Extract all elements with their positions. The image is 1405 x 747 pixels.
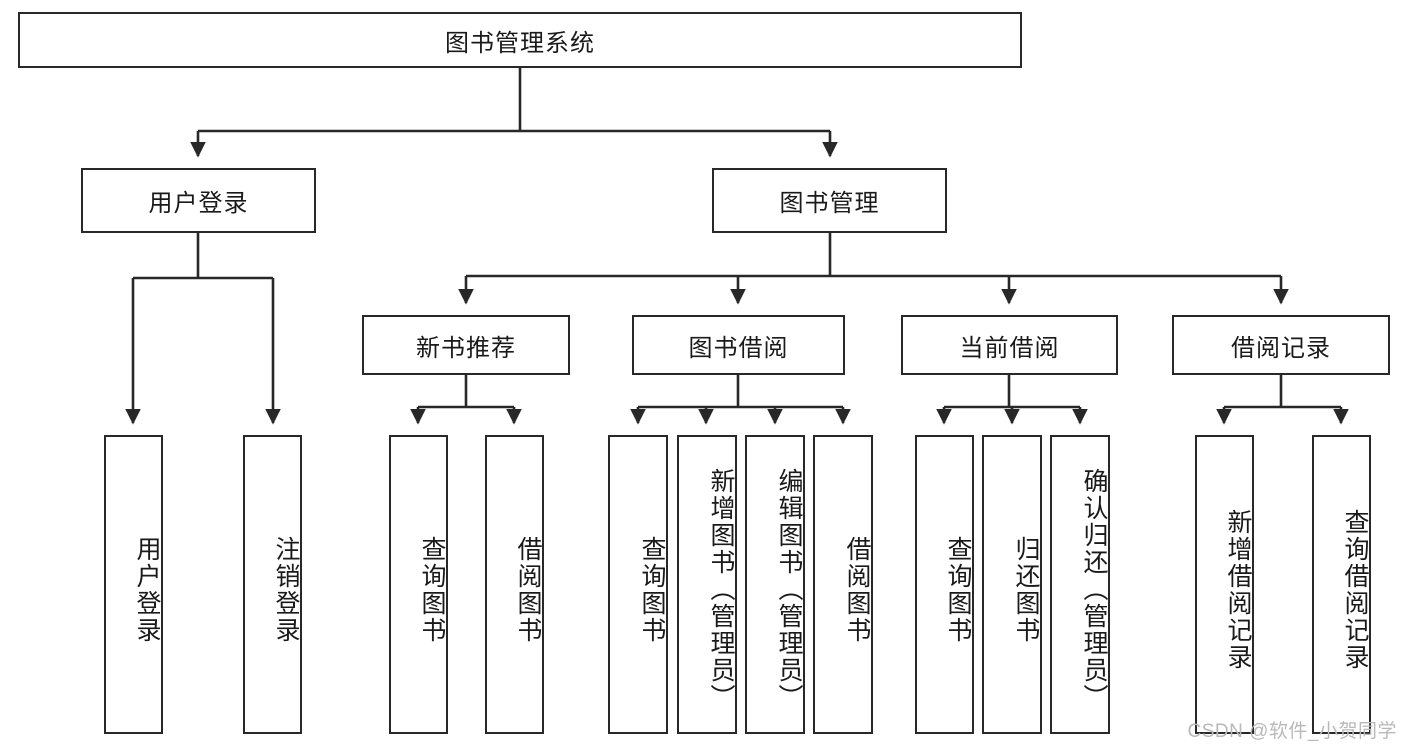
node-new-book-recommend[interactable]: 新书推荐 bbox=[362, 315, 570, 375]
node-label: 图书借阅 bbox=[688, 334, 789, 362]
node-label: 确认归还（管理员） bbox=[1080, 468, 1108, 711]
node-leaf-query-book-3[interactable]: 查询图书 bbox=[915, 435, 974, 734]
node-leaf-logout-login[interactable]: 注销登录 bbox=[243, 435, 302, 734]
node-leaf-add-borrow-record[interactable]: 新增借阅记录 bbox=[1195, 435, 1254, 734]
node-leaf-edit-book[interactable]: 编辑图书（管理员） bbox=[745, 435, 805, 734]
node-label: 图书管理 bbox=[779, 190, 880, 217]
node-label: 新书推荐 bbox=[416, 334, 516, 362]
node-label: 查询借阅记录 bbox=[1341, 508, 1369, 671]
node-label: 查询图书 bbox=[418, 535, 446, 644]
node-label: 查询图书 bbox=[944, 535, 972, 644]
node-leaf-borrow-book-1[interactable]: 借阅图书 bbox=[485, 435, 544, 734]
node-label: 用户登录 bbox=[133, 535, 161, 644]
node-leaf-query-borrow-record[interactable]: 查询借阅记录 bbox=[1312, 435, 1371, 734]
node-leaf-query-book-2[interactable]: 查询图书 bbox=[608, 435, 668, 734]
node-label: 编辑图书（管理员） bbox=[775, 468, 803, 711]
node-borrow-record[interactable]: 借阅记录 bbox=[1172, 315, 1390, 375]
node-leaf-borrow-book-2[interactable]: 借阅图书 bbox=[813, 435, 873, 734]
node-label: 新增借阅记录 bbox=[1224, 508, 1252, 671]
node-label: 借阅记录 bbox=[1231, 334, 1331, 362]
node-label: 归还图书 bbox=[1012, 535, 1040, 644]
node-label: 借阅图书 bbox=[843, 535, 871, 644]
node-leaf-confirm-return[interactable]: 确认归还（管理员） bbox=[1050, 435, 1110, 734]
node-label: 查询图书 bbox=[638, 535, 666, 644]
node-leaf-return-book[interactable]: 归还图书 bbox=[982, 435, 1042, 734]
node-label: 图书管理系统 bbox=[445, 29, 595, 57]
node-leaf-user-login[interactable]: 用户登录 bbox=[104, 435, 163, 734]
node-label: 注销登录 bbox=[272, 535, 300, 644]
node-user-login[interactable]: 用户登录 bbox=[81, 168, 316, 233]
node-book-borrow[interactable]: 图书借阅 bbox=[632, 315, 845, 375]
node-label: 借阅图书 bbox=[514, 535, 542, 644]
node-leaf-add-book[interactable]: 新增图书（管理员） bbox=[677, 435, 737, 734]
node-book-management[interactable]: 图书管理 bbox=[712, 168, 947, 233]
csdn-watermark: CSDN @软件_小贺同学 bbox=[1187, 721, 1397, 742]
node-leaf-query-book-1[interactable]: 查询图书 bbox=[389, 435, 448, 734]
node-book-management-system[interactable]: 图书管理系统 bbox=[18, 12, 1022, 68]
node-label: 用户登录 bbox=[148, 190, 249, 217]
node-label: 新增图书（管理员） bbox=[707, 468, 735, 711]
node-current-borrow[interactable]: 当前借阅 bbox=[901, 315, 1118, 375]
node-label: 当前借阅 bbox=[959, 334, 1060, 362]
